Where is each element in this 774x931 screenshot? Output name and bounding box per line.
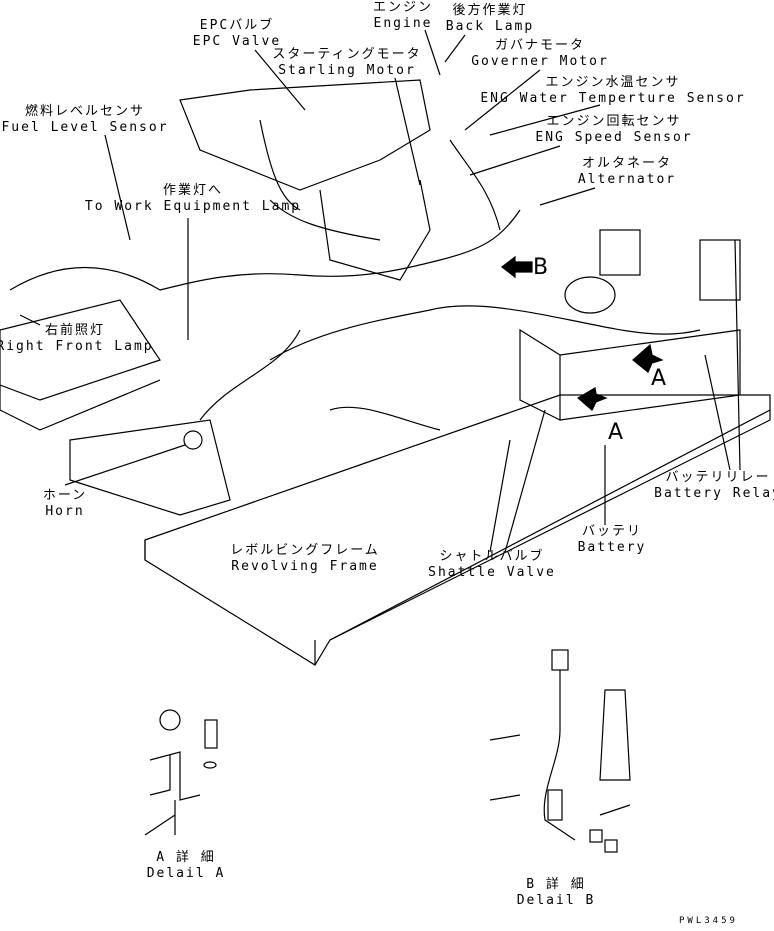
label-jp: EPCバルブ [199, 18, 275, 33]
label-jp: シャトルバルブ [439, 549, 545, 564]
label-jp: エンジン水温センサ [545, 75, 681, 90]
label-jp: 作業灯へ [162, 183, 223, 198]
detail-a-drawing [144, 709, 218, 836]
battery-box [519, 328, 741, 421]
revolving-frame-outline [144, 394, 771, 666]
label-jp: スターティングモータ [272, 47, 422, 62]
drawing-code: PWL3459 [679, 916, 738, 926]
label-en: Back Lamp [445, 19, 535, 34]
label-en: Battery [577, 540, 647, 555]
label-en: Starling Motor [278, 63, 416, 78]
engine-outline [179, 79, 431, 191]
battery-relay-shape [699, 239, 741, 301]
label-jp: A 詳 細 [156, 850, 216, 865]
label-jp: レボルビングフレーム [230, 543, 380, 558]
label-en: Revolving Frame [231, 559, 379, 574]
label-en: Governer Motor [471, 54, 609, 69]
label-jp: ガバナモータ [494, 38, 586, 53]
arrow-a2 [576, 387, 608, 411]
label-en: EPC Valve [192, 34, 282, 49]
counterweight-outline [0, 299, 161, 431]
detail-b-drawing [489, 649, 631, 853]
label-jp: エンジン回転センサ [546, 114, 682, 129]
label-jp: 後方作業灯 [452, 3, 528, 18]
view-marker-a: A [608, 420, 624, 445]
label-en: Engine [373, 16, 433, 31]
horn-shape [183, 430, 203, 450]
arrow-a1 [632, 343, 664, 373]
label-en: Alternator [577, 172, 677, 187]
label-jp: B 詳 細 [526, 877, 586, 892]
leader-lines [19, 29, 741, 553]
label-jp: バッテリ [581, 524, 643, 539]
view-marker-b: B [533, 255, 549, 280]
label-en: Delail A [146, 866, 226, 881]
arrow-b [501, 255, 533, 279]
label-en: Fuel Level Sensor [1, 120, 169, 135]
label-jp: オルタネータ [581, 156, 672, 171]
label-jp: 燃料レベルセンサ [24, 104, 145, 119]
label-en: Shattle Valve [428, 565, 556, 580]
label-en: ENG Water Temperture Sensor [480, 91, 746, 106]
label-en: Battery Relay [654, 486, 774, 501]
label-en: To Work Equipment Lamp [84, 199, 302, 214]
label-en: Delail B [516, 893, 596, 908]
alternator-shape [564, 276, 616, 314]
label-jp: バッテリリレー [665, 470, 771, 485]
label-jp: ホーン [42, 488, 88, 503]
label-en: Horn [45, 504, 85, 519]
label-jp: エンジン [372, 0, 434, 15]
wiring-harness [9, 119, 701, 361]
label-en: Right Front Lamp [0, 339, 154, 354]
view-marker-a: A [651, 366, 667, 391]
label-en: ENG Speed Sensor [535, 130, 693, 145]
label-jp: 右前照灯 [44, 323, 106, 338]
